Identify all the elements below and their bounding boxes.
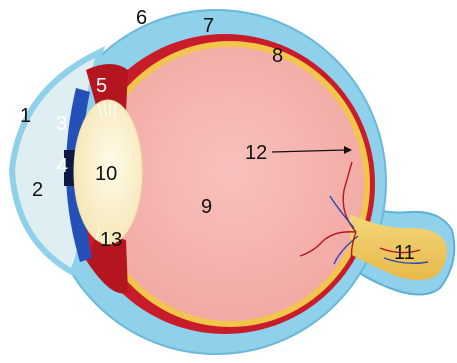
label-8: 8 [272, 46, 283, 66]
label-6: 6 [136, 8, 147, 28]
label-4: 4 [57, 156, 68, 176]
label-10: 10 [95, 164, 117, 184]
label-12: 12 [245, 143, 267, 163]
label-9: 9 [201, 197, 212, 217]
label-11: 11 [394, 243, 415, 263]
label-2: 2 [32, 180, 43, 200]
label-3: 3 [56, 114, 67, 134]
label-5: 5 [96, 76, 107, 96]
label-1: 1 [20, 106, 31, 126]
label-7: 7 [203, 16, 214, 36]
label-13: 13 [100, 230, 122, 250]
